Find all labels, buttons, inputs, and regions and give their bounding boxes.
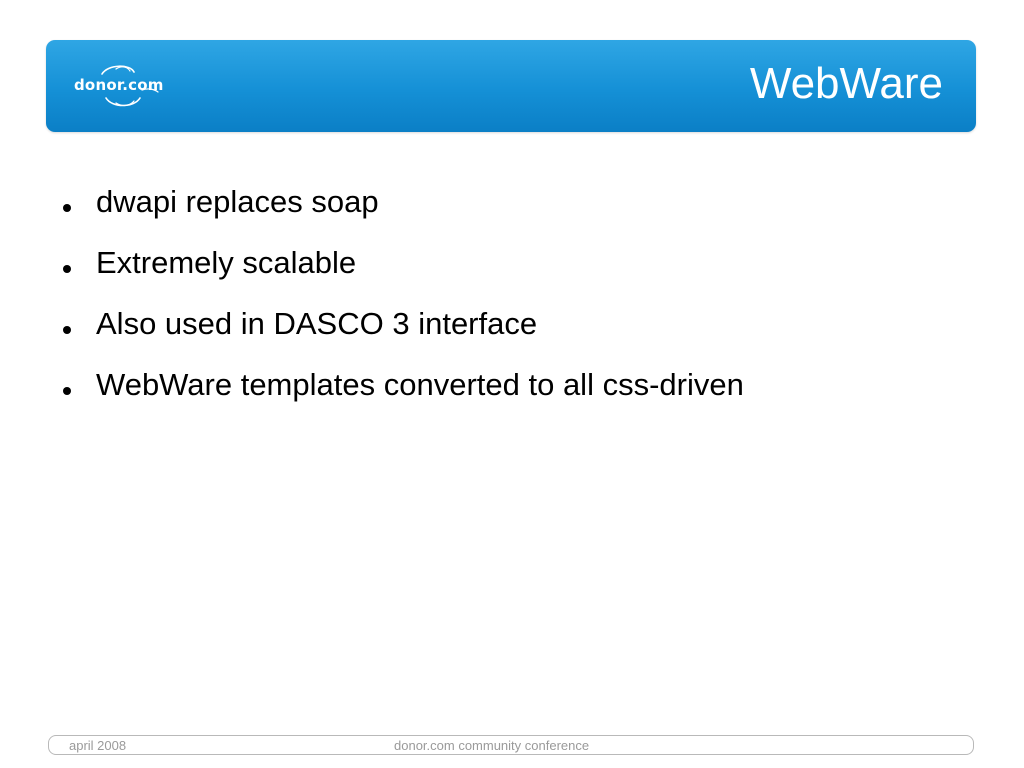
bullet-dot-icon xyxy=(63,326,71,334)
donor-logo: donor.com xyxy=(72,62,172,112)
bullet-item: Extremely scalable xyxy=(60,243,960,304)
bullet-item: WebWare templates converted to all css-d… xyxy=(60,365,960,426)
bullet-text: Extremely scalable xyxy=(96,245,357,280)
footer-conference: donor.com community conference xyxy=(394,738,590,753)
bullet-item: dwapi replaces soap xyxy=(60,182,960,243)
hands-swirl-icon xyxy=(101,65,159,107)
footer-bar: april 2008 donor.com community conferenc… xyxy=(48,735,974,755)
logo-text: donor.com xyxy=(74,76,164,94)
bullet-dot-icon xyxy=(63,204,71,212)
bullet-item: Also used in DASCO 3 interface xyxy=(60,304,960,365)
bullet-text: WebWare templates converted to all css-d… xyxy=(96,367,744,402)
footer-date: april 2008 xyxy=(69,738,127,753)
slide-title: WebWare xyxy=(749,59,943,108)
bullet-list: dwapi replaces soap Extremely scalable A… xyxy=(60,182,960,426)
bullet-dot-icon xyxy=(63,265,71,273)
bullet-text: dwapi replaces soap xyxy=(96,184,379,219)
bullet-text: Also used in DASCO 3 interface xyxy=(96,306,538,341)
bullet-dot-icon xyxy=(63,387,71,395)
title-bar: donor.com WebWare xyxy=(46,40,976,132)
